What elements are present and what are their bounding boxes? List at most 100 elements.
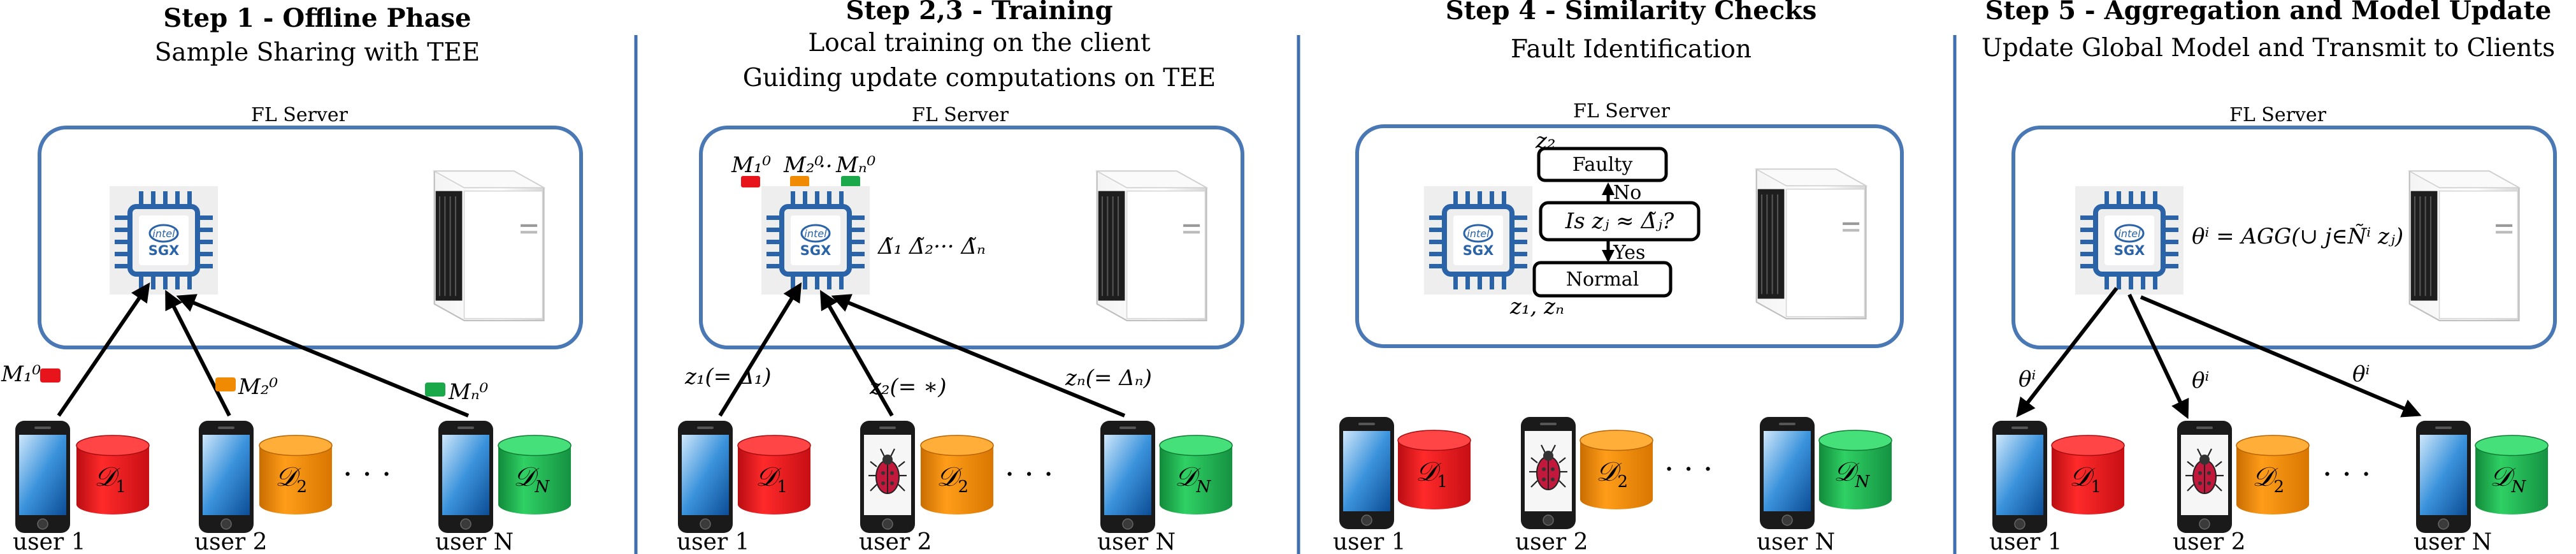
download-arrow-n <box>2140 295 2422 418</box>
phone-icon <box>677 420 733 534</box>
model-label-2: M₂⁰ <box>783 152 823 178</box>
sgx-chip-icon <box>1424 186 1532 295</box>
theta-label-n: θⁱ <box>2352 361 2370 387</box>
database-icon <box>1818 430 1892 510</box>
dataset-label-2: 𝒟2 <box>1596 456 1628 492</box>
panel-title: Step 1 - Offline Phase <box>163 3 471 33</box>
user-label-2: user 2 <box>859 529 932 554</box>
delta-estimates: Δ̃₁ Δ̃₂··· Δ̃ₙ <box>877 234 986 259</box>
update-label-n: zₙ(= Δₙ) <box>1065 365 1152 391</box>
panel-step-2-3: Step 2,3 - Training Local training on th… <box>677 0 1244 554</box>
phone-bug-icon <box>1520 416 1577 530</box>
phone-bug-icon <box>859 419 916 534</box>
sgx-chip-icon <box>2075 186 2184 295</box>
phone-icon <box>15 420 71 534</box>
ellipsis: · · · <box>1664 451 1713 487</box>
phone-icon <box>1339 416 1395 530</box>
panel-step-1: Step 1 - Offline Phase Sample Sharing wi… <box>1 3 583 554</box>
panel-title: Step 5 - Aggregation and Model Update <box>1985 0 2552 26</box>
user-label-n: user N <box>1097 529 1176 554</box>
upload-arrow-1 <box>718 282 802 417</box>
decision-label: Is zⱼ ≈ Δ̃ⱼ? <box>1565 208 1674 234</box>
model-label-2: M₂⁰ <box>238 374 278 400</box>
fl-server-box <box>699 126 1244 349</box>
server-label: FL Server <box>1573 100 1671 122</box>
upload-arrow-n <box>176 294 470 418</box>
server-tower-icon <box>1096 170 1207 321</box>
model-swatch-2 <box>790 176 809 187</box>
upload-arrow-2 <box>820 289 894 417</box>
phone-bug-icon <box>2176 419 2233 534</box>
model-label-n: Mₙ⁰ <box>448 379 489 405</box>
phone-icon <box>438 420 494 534</box>
panel-step-5: Step 5 - Aggregation and Model Update Up… <box>1982 0 2557 554</box>
fl-server-box <box>38 126 583 349</box>
user-label-n: user N <box>2414 529 2492 554</box>
model-ellipsis: ·· <box>819 154 833 179</box>
panel-subtitle: Update Global Model and Transmit to Clie… <box>1982 34 2555 62</box>
server-tower-icon <box>433 170 545 321</box>
user-label-2: user 2 <box>1515 529 1588 554</box>
server-label: FL Server <box>2229 104 2327 126</box>
user-label-1: user 1 <box>1333 529 1406 554</box>
server-tower-icon <box>2408 170 2520 321</box>
faulty-label: Faulty <box>1572 154 1633 176</box>
phone-icon <box>198 420 254 534</box>
upload-arrow-1 <box>57 282 150 417</box>
server-label: FL Server <box>912 104 1009 126</box>
model-swatch-1 <box>40 368 61 383</box>
model-swatch-1 <box>741 176 760 187</box>
panel-step-4: Step 4 - Similarity Checks Fault Identif… <box>1333 0 1904 554</box>
user-label-2: user 2 <box>2173 529 2246 554</box>
server-tower-icon <box>1755 168 1867 319</box>
normal-label: Normal <box>1566 268 1639 291</box>
panel-subtitle: Local training on the client <box>808 29 1151 57</box>
model-label-n: Mₙ⁰ <box>835 152 876 178</box>
panel-title: Step 2,3 - Training <box>845 0 1112 26</box>
model-label-1: M₁⁰ <box>731 152 771 178</box>
phone-icon <box>1992 420 2048 534</box>
flow-z1-zn: z₁, zₙ <box>1509 294 1564 319</box>
decision-box <box>1539 201 1701 242</box>
dataset-label-1: 𝒟1 <box>94 461 126 497</box>
ellipsis: · · · <box>1005 456 1053 492</box>
sgx-chip-icon <box>110 186 218 295</box>
fl-server-box <box>1355 124 1904 348</box>
panel-subtitle: Fault Identification <box>1511 35 1752 64</box>
faulty-box <box>1537 147 1668 182</box>
panel-title: Step 4 - Similarity Checks <box>1446 0 1817 26</box>
panel-subtitle: Sample Sharing with TEE <box>155 38 480 67</box>
user-label-n: user N <box>1757 529 1835 554</box>
model-swatch-2 <box>215 377 236 391</box>
ellipsis: · · · <box>343 456 391 492</box>
upload-arrow-n <box>831 294 1126 418</box>
aggregation-formula: θⁱ = AGG(∪ j∈Ñⁱ zⱼ) <box>2192 223 2403 249</box>
phone-icon <box>2415 420 2472 534</box>
yes-label: Yes <box>1613 242 1645 264</box>
update-label-2: z₂(= ∗) <box>869 374 946 400</box>
server-label: FL Server <box>251 104 349 126</box>
model-swatch-n <box>841 176 860 187</box>
user-label-1: user 1 <box>13 529 86 554</box>
normal-box <box>1532 261 1673 298</box>
sgx-chip-icon <box>761 186 870 295</box>
model-label-1: M₁⁰ <box>1 361 41 387</box>
download-arrow-2 <box>2127 293 2189 419</box>
user-label-1: user 1 <box>677 529 750 554</box>
fl-server-box <box>2011 126 2557 349</box>
model-swatch-n <box>425 383 445 397</box>
theta-label-1: θⁱ <box>2018 367 2036 392</box>
ellipsis: · · · <box>2322 456 2371 492</box>
upload-arrow-2 <box>165 289 231 417</box>
user-label-1: user 1 <box>1989 529 2062 554</box>
download-arrow-1 <box>2016 287 2119 418</box>
update-label-1: z₁(= Δ₁) <box>684 364 772 390</box>
phone-icon <box>1759 416 1815 530</box>
no-label: No <box>1613 182 1641 204</box>
user-label-n: user N <box>435 529 514 554</box>
phone-icon <box>1100 420 1156 534</box>
database-icon <box>2475 435 2549 515</box>
panel-subtitle-2: Guiding update computations on TEE <box>743 64 1216 92</box>
user-label-2: user 2 <box>194 529 268 554</box>
